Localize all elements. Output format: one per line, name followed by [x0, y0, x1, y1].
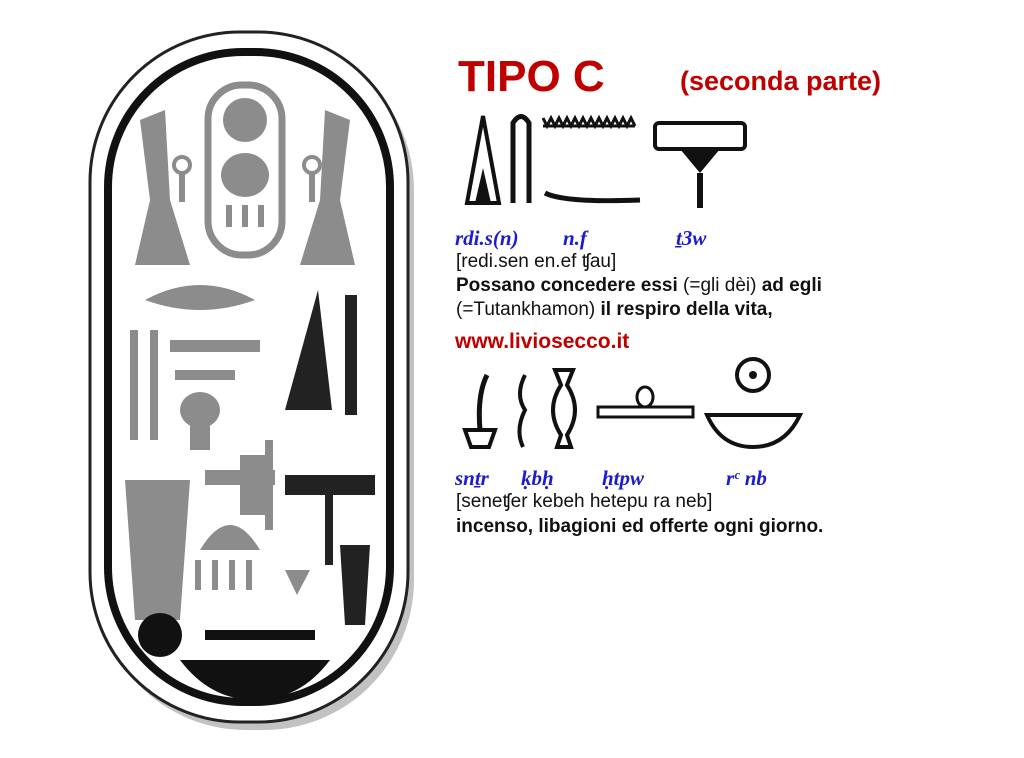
translation-part: ad egli [761, 275, 822, 296]
translit-kbh: ḳbḥ [521, 466, 554, 490]
cartouche-illustration [88, 30, 414, 730]
translit-nf: n.f [563, 226, 587, 250]
translit-ra-nb: rᶜ nb [726, 466, 767, 490]
translation-part: Possano concedere essi [456, 275, 678, 296]
translation-1-line-2: (=Tutankhamon) il respiro della vita, [456, 298, 773, 322]
translation-2: incenso, libagioni ed offerte ogni giorn… [456, 516, 824, 537]
translation-part: (=Tutankhamon) [456, 299, 601, 320]
translit-t3w: ṯ3w [676, 226, 707, 250]
pronunciation-1: [redi.sen en.ef ʧau] [456, 251, 617, 272]
page-title: TIPO C [458, 52, 605, 101]
translation-1-line-1: Possano concedere essi (=gli dèi) ad egl… [456, 274, 822, 298]
translation-part: (=gli dèi) [677, 275, 762, 296]
translation-part: il respiro della vita, [600, 299, 773, 320]
translit-sntr: snṯr [455, 466, 489, 490]
translit-htpw: ḥtpw [602, 466, 645, 490]
website-link[interactable]: www.liviosecco.it [455, 330, 630, 353]
hieroglyphs-row-1 [464, 114, 747, 208]
page-subtitle: (seconda parte) [680, 66, 882, 96]
translit-rdi-sn: rdi.s(n) [455, 226, 519, 250]
hieroglyphs-row-2 [462, 357, 804, 450]
pronunciation-2: [seneʧer kebeh hetepu ra neb] [456, 491, 713, 512]
